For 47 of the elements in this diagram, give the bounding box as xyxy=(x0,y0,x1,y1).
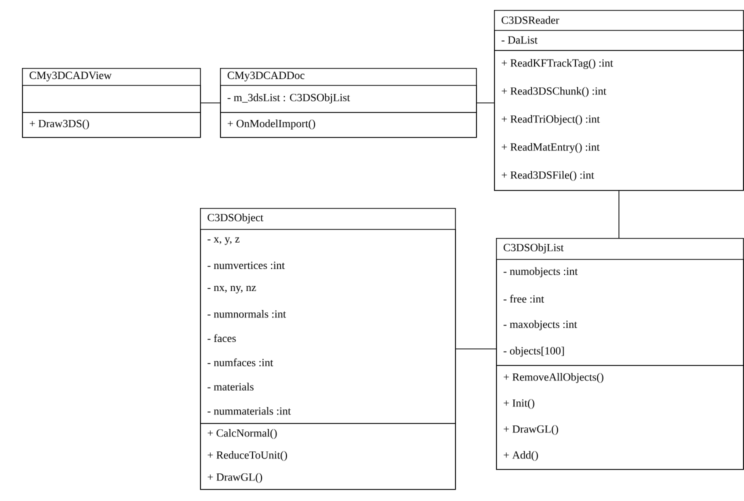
attribute-text: - numfaces :int xyxy=(208,358,274,366)
method-text: + DrawGL() xyxy=(504,425,558,435)
attribute-text: - x, y, z xyxy=(208,237,240,245)
attribute-text: - numobjects :int xyxy=(504,267,578,278)
method-text: + DrawGL() xyxy=(208,473,262,483)
attribute-text: - objects[100] xyxy=(504,346,564,357)
attribute-compartment xyxy=(494,30,744,51)
method-text: + CalcNormal() xyxy=(208,429,277,439)
method-text: + ReadKFTrackTag() :int xyxy=(502,59,614,69)
method-text: + Draw3DS() xyxy=(30,120,89,130)
attribute-text: - nx, ny, nz xyxy=(208,286,256,294)
attribute-compartment xyxy=(496,259,744,366)
attribute-compartment xyxy=(200,229,456,424)
method-text: + Read3DSFile() :int xyxy=(502,171,594,181)
class-name: C3DSObject xyxy=(208,214,264,224)
method-text: + ReduceToUnit() xyxy=(208,451,288,461)
method-text: + ReadTriObject() :int xyxy=(502,115,600,125)
attribute-text: - maxobjects :int xyxy=(504,320,578,330)
method-text: + OnModelImport() xyxy=(228,120,316,130)
association-line xyxy=(476,102,494,104)
method-compartment xyxy=(494,50,744,191)
method-text: + Init() xyxy=(504,399,534,409)
method-text: + Read3DSChunk() :int xyxy=(502,87,606,97)
class-name: CMy3DCADDoc xyxy=(228,72,304,82)
class-name: C3DSObjList xyxy=(504,244,564,254)
method-text: + RemoveAllObjects() xyxy=(504,373,604,383)
method-compartment xyxy=(496,365,744,470)
method-compartment xyxy=(220,112,477,138)
association-line xyxy=(618,190,620,238)
method-compartment xyxy=(22,112,201,138)
association-line xyxy=(200,102,220,104)
attribute-text: - free :int xyxy=(504,294,544,303)
association-line xyxy=(455,348,496,350)
attribute-text: - numvertices :int xyxy=(208,262,285,270)
attribute-compartment xyxy=(220,85,477,113)
method-text: + Add() xyxy=(504,451,538,461)
method-text: + ReadMatEntry() :int xyxy=(502,143,600,153)
attribute-text: - faces xyxy=(208,334,236,342)
class-name: CMy3DCADView xyxy=(30,72,112,82)
class-name: C3DSReader xyxy=(502,16,560,24)
attribute-text: - DaList xyxy=(502,36,538,44)
attribute-text: - m_3dsList : C3DSObjList xyxy=(228,94,350,104)
attribute-text: - numnormals :int xyxy=(208,310,286,318)
method-compartment xyxy=(200,423,456,490)
attribute-text: - materials xyxy=(208,382,254,390)
attribute-compartment xyxy=(22,85,201,113)
attribute-text: - nummaterials :int xyxy=(208,407,291,415)
